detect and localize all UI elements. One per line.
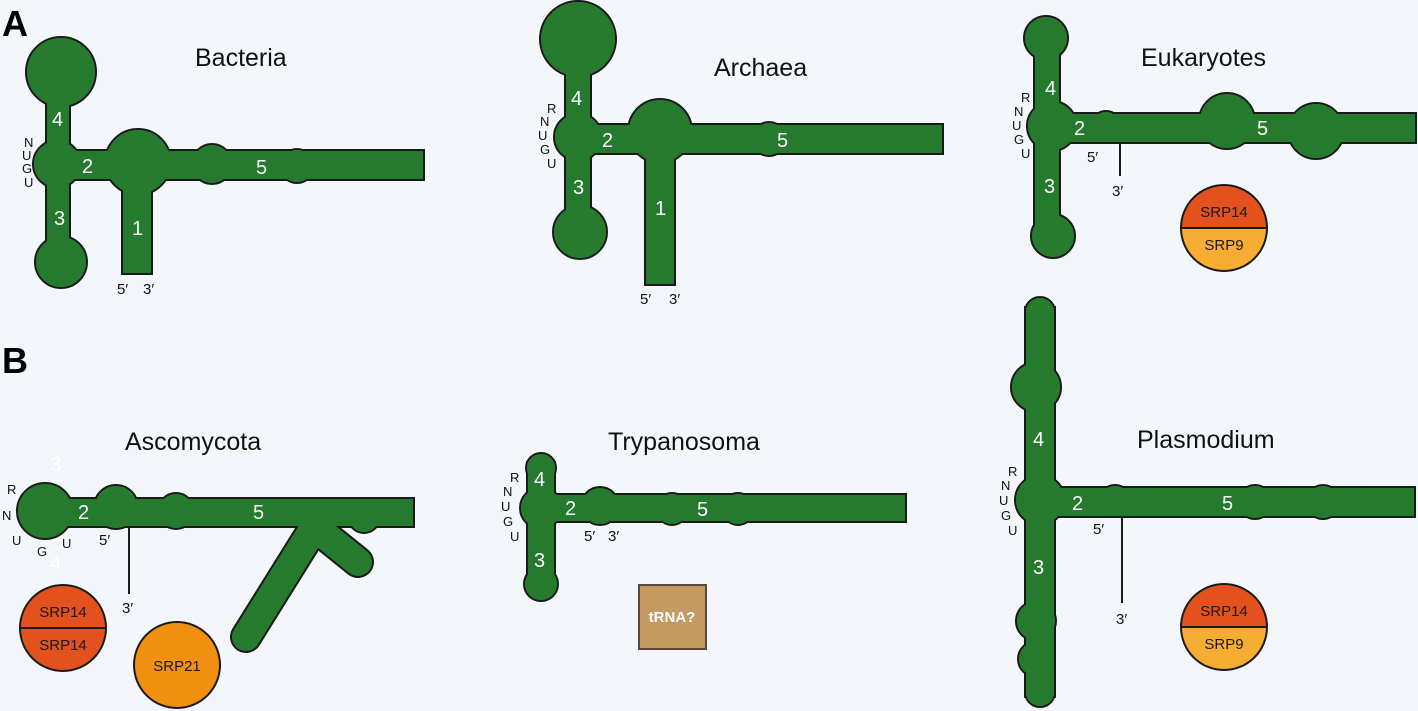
- trypanosoma-title: Trypanosoma: [608, 428, 760, 456]
- bacteria-loop-base: N: [24, 135, 33, 150]
- bacteria-loop-base: U: [24, 175, 33, 190]
- plasmodium-helix-4: 4: [1033, 429, 1044, 451]
- bacteria-helix-3: 3: [54, 208, 65, 230]
- archaea-loop-base: U: [547, 156, 556, 171]
- plasmodium-diagram: Plasmodium 4: [999, 296, 1416, 708]
- archaea-helix-2: 2: [602, 130, 613, 152]
- archaea-helix-5: 5: [777, 130, 788, 152]
- ascomycota-5prime-end: 5′: [99, 532, 110, 549]
- trypanosoma-trna-box: tRNA?: [638, 584, 707, 650]
- eukaryotes-protein-srp14: SRP14: [1200, 204, 1248, 221]
- trypanosoma-5prime-end: 5′: [584, 528, 595, 545]
- trypanosoma-loop-base: U: [501, 499, 510, 514]
- panel-label-a: A: [2, 3, 28, 44]
- plasmodium-helix-3: 3: [1033, 557, 1044, 579]
- trypanosoma-loop-base: N: [503, 484, 512, 499]
- trypanosoma-diagram: Trypanosoma 4 2 3 5 5′ 3′ R N U: [501, 428, 907, 650]
- eukaryotes-helix-3: 3: [1044, 176, 1055, 198]
- archaea-3prime-end: 3′: [669, 291, 680, 308]
- ascomycota-helix-3: 3: [50, 454, 61, 476]
- ascomycota-title: Ascomycota: [125, 428, 261, 456]
- ascomycota-3prime-end: 3′: [122, 600, 133, 617]
- ascomycota-loop-base: U: [12, 533, 21, 548]
- plasmodium-title: Plasmodium: [1137, 426, 1275, 454]
- plasmodium-protein-srp9: SRP9: [1204, 636, 1243, 653]
- bacteria-helix-1: 1: [132, 218, 143, 240]
- eukaryotes-diagram: Eukaryotes 4 2 3 5 5′ 3′ R N: [1012, 15, 1417, 272]
- ascomycota-protein-srp21-disk: SRP21: [133, 621, 221, 709]
- trypanosoma-helix-4: 4: [534, 469, 545, 491]
- panel-label-b: B: [2, 340, 28, 381]
- eukaryotes-3prime-end: 3′: [1112, 183, 1123, 200]
- archaea-loop-base: N: [540, 114, 549, 129]
- plasmodium-helix-5: 5: [1222, 493, 1233, 515]
- ascomycota-loop-base: G: [37, 544, 47, 559]
- archaea-helix-3: 3: [573, 177, 584, 199]
- trypanosoma-loop-base: R: [510, 470, 519, 485]
- bacteria-loop-base: U: [22, 148, 31, 163]
- eukaryotes-loop-base: N: [1014, 104, 1023, 119]
- trypanosoma-loop-base: G: [503, 514, 513, 529]
- ascomycota-loop-base: R: [7, 482, 16, 497]
- plasmodium-loop-base: R: [1008, 464, 1017, 479]
- eukaryotes-loop-base: G: [1014, 132, 1024, 147]
- plasmodium-protein-disk: SRP14 SRP9: [1180, 583, 1268, 671]
- ascomycota-diagram: Ascomycota 3 4 2 5 5′ 3′ R N U G: [2, 428, 415, 709]
- archaea-helix-4: 4: [571, 88, 582, 110]
- eukaryotes-helix-2: 2: [1074, 118, 1085, 140]
- bacteria-loop-base: G: [22, 161, 32, 176]
- eukaryotes-helix-5: 5: [1257, 118, 1268, 140]
- plasmodium-5prime-end: 5′: [1093, 521, 1104, 538]
- archaea-loop-base: U: [538, 128, 547, 143]
- eukaryotes-protein-disk: SRP14 SRP9: [1180, 184, 1268, 272]
- eukaryotes-helix-4: 4: [1045, 78, 1056, 100]
- trypanosoma-helix-3: 3: [534, 550, 545, 572]
- ascomycota-protein-srp14-bottom: SRP14: [39, 637, 87, 654]
- eukaryotes-loop-base: U: [1021, 146, 1030, 161]
- ascomycota-protein-disk: SRP14 SRP14: [19, 584, 107, 672]
- trypanosoma-helix-5: 5: [697, 499, 708, 521]
- plasmodium-loop-base: U: [999, 493, 1008, 508]
- ascomycota-loop-base: U: [62, 536, 71, 551]
- bacteria-5prime-end: 5′: [117, 281, 128, 298]
- eukaryotes-protein-srp9: SRP9: [1204, 237, 1243, 254]
- archaea-helix-1: 1: [655, 198, 666, 220]
- bacteria-title: Bacteria: [195, 44, 287, 72]
- trypanosoma-helix-2: 2: [565, 498, 576, 520]
- plasmodium-loop-base: N: [1001, 478, 1010, 493]
- plasmodium-helix-2: 2: [1072, 493, 1083, 515]
- ascomycota-protein-srp14-top: SRP14: [39, 604, 87, 621]
- eukaryotes-5prime-end: 5′: [1087, 149, 1098, 166]
- eukaryotes-title: Eukaryotes: [1141, 44, 1266, 72]
- trypanosoma-trna-label: tRNA?: [649, 609, 696, 626]
- bacteria-helix-4: 4: [52, 109, 63, 131]
- archaea-loop-base: G: [540, 142, 550, 157]
- plasmodium-protein-srp14: SRP14: [1200, 603, 1248, 620]
- eukaryotes-loop-base: R: [1021, 90, 1030, 105]
- plasmodium-loop-base: G: [1001, 508, 1011, 523]
- archaea-diagram: Archaea 4 2 3 1 5 5′ 3′ R N: [538, 0, 944, 308]
- ascomycota-loop-base: N: [2, 508, 11, 523]
- bacteria-diagram: Bacteria 4 2 3 1 5 5′ 3′: [22, 36, 425, 298]
- ascomycota-helix-2: 2: [78, 502, 89, 524]
- trypanosoma-loop-base: U: [510, 529, 519, 544]
- ascomycota-helix-5: 5: [253, 502, 264, 524]
- archaea-loop-base: R: [547, 101, 556, 116]
- bacteria-3prime-end: 3′: [143, 281, 154, 298]
- archaea-title: Archaea: [714, 54, 807, 82]
- bacteria-helix-2: 2: [82, 156, 93, 178]
- ascomycota-protein-srp21: SRP21: [153, 658, 201, 675]
- ascomycota-helix-4: 4: [50, 553, 61, 575]
- plasmodium-3prime-end: 3′: [1116, 611, 1127, 628]
- archaea-5prime-end: 5′: [640, 291, 651, 308]
- trypanosoma-3prime-end: 3′: [608, 528, 619, 545]
- plasmodium-loop-base: U: [1008, 523, 1017, 538]
- bacteria-helix-5: 5: [256, 157, 267, 179]
- eukaryotes-loop-base: U: [1012, 118, 1021, 133]
